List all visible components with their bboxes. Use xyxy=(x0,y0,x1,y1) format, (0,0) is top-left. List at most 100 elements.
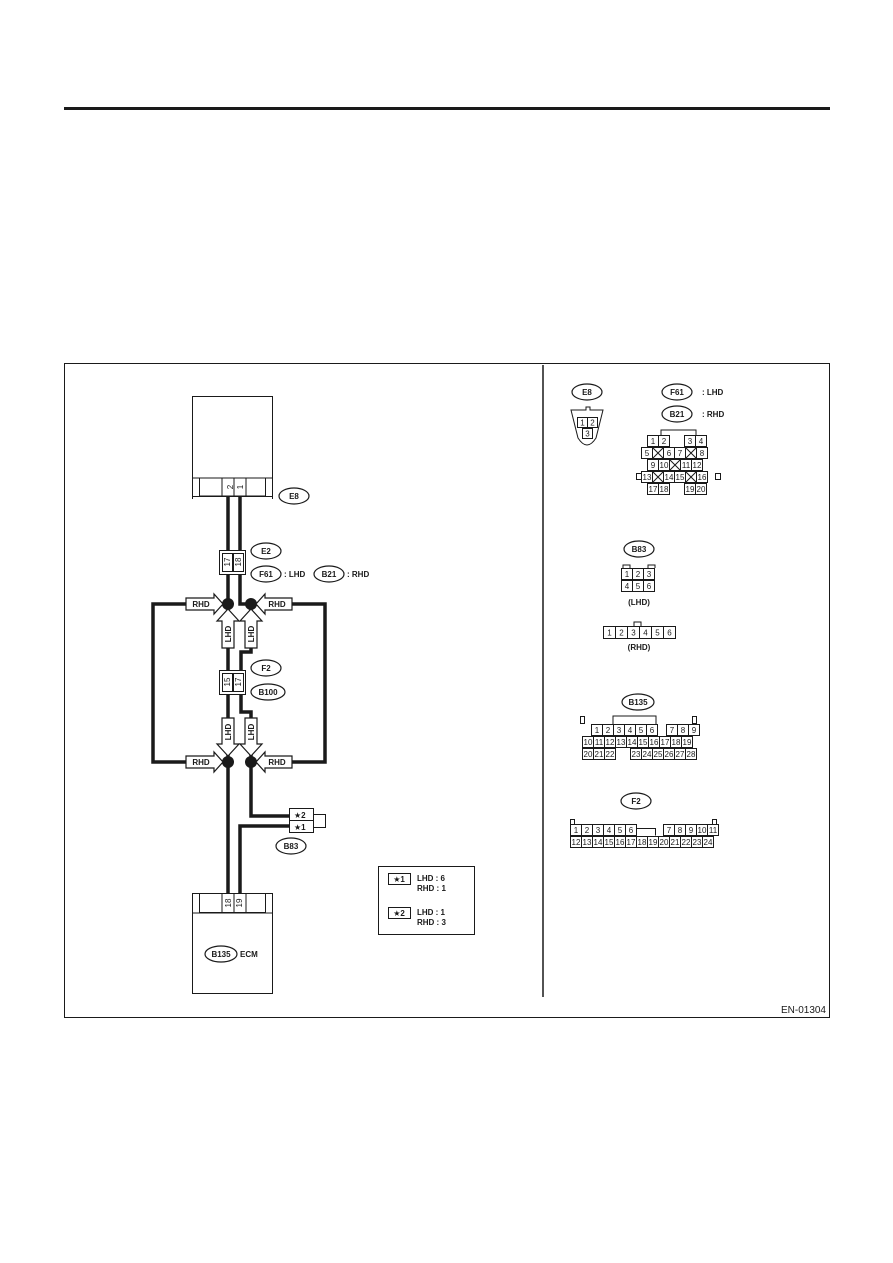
pin-number: 6 xyxy=(629,826,634,835)
ecm-label: ECM xyxy=(240,950,258,959)
lhd-arrow-lower-left: LHD xyxy=(215,717,241,757)
rhd-arrow-lower-right: RHD xyxy=(255,750,293,774)
pin-number: 26 xyxy=(665,750,674,759)
pin-cell xyxy=(587,417,598,428)
pin-cell xyxy=(643,568,655,580)
b135-ecm-bubble xyxy=(204,945,238,963)
svg-text:LHD: LHD xyxy=(247,626,256,643)
pin-number: 7 xyxy=(670,726,675,735)
f61-face-label: F61 xyxy=(670,388,684,397)
pin-cell xyxy=(691,459,703,471)
e2-connector xyxy=(219,550,246,575)
pin-cell xyxy=(663,626,676,639)
pin-number: 16 xyxy=(650,738,659,747)
pin-number: 6 xyxy=(647,582,652,591)
pin-number: 14 xyxy=(665,473,674,482)
pin-number: 2 xyxy=(590,419,595,428)
pin-number: 3 xyxy=(631,629,636,638)
pin-cell xyxy=(695,483,707,495)
pin-number: 27 xyxy=(676,750,685,759)
pin-cell xyxy=(685,748,697,760)
pin-number: 18 xyxy=(638,838,647,847)
b135-face-bubble xyxy=(621,693,655,711)
pin-number: 20 xyxy=(660,838,669,847)
pin-number: 10 xyxy=(660,461,669,470)
pin-number: 3 xyxy=(596,826,601,835)
pin-number: 5 xyxy=(618,826,623,835)
header-rule xyxy=(64,107,830,110)
pin-number: 10 xyxy=(584,738,593,747)
pin-cell xyxy=(646,724,658,736)
b83-star-2: ★2 xyxy=(294,811,306,820)
b83-star-1: ★1 xyxy=(294,823,306,832)
pin-cell xyxy=(696,447,708,459)
svg-text:RHD: RHD xyxy=(192,600,210,609)
pin-number: 8 xyxy=(678,826,683,835)
pin-number: 17 xyxy=(649,485,658,494)
rhd-arrow-upper-left: RHD xyxy=(185,592,224,616)
pin-number: 11 xyxy=(709,826,718,835)
f2-face-label: F2 xyxy=(631,797,641,806)
b21-face-bubble xyxy=(661,405,693,423)
f61-bubble xyxy=(250,565,282,583)
pin-cell xyxy=(688,724,700,736)
pin-number: 18 xyxy=(672,738,681,747)
pin-number: 13 xyxy=(643,473,652,482)
pin-number: 7 xyxy=(678,449,683,458)
legend-star1-rhd: RHD : 1 xyxy=(417,884,446,893)
e8-component xyxy=(192,396,273,499)
pin-number: 28 xyxy=(687,750,696,759)
pin-number: 1 xyxy=(651,437,656,446)
legend-star2-lhd: LHD : 1 xyxy=(417,908,446,917)
b100-label: B100 xyxy=(258,688,278,697)
pin-number: 13 xyxy=(583,838,592,847)
b135-face-frame xyxy=(580,715,697,724)
pin-cell xyxy=(582,428,593,439)
pin-number: 11 xyxy=(682,461,691,470)
pin-number: 7 xyxy=(667,826,672,835)
pin-number: 4 xyxy=(628,726,633,735)
e8-pin-1: 1 xyxy=(236,484,245,489)
pin-number: 5 xyxy=(645,449,650,458)
pin-number: 12 xyxy=(572,838,581,847)
pin-number: 24 xyxy=(643,750,652,759)
empty-cavity-mark xyxy=(685,471,697,483)
b83-bubble xyxy=(275,837,307,855)
svg-text:RHD: RHD xyxy=(268,600,286,609)
pin-number: 4 xyxy=(625,582,630,591)
ecm-pin-18: 18 xyxy=(224,898,233,907)
legend-star2-box xyxy=(388,907,411,919)
b21-bubble xyxy=(313,565,345,583)
pin-number: 6 xyxy=(667,629,672,638)
pin-number: 19 xyxy=(683,738,692,747)
pin-number: 14 xyxy=(594,838,603,847)
pin-number: 6 xyxy=(667,449,672,458)
b135-ecm-label: B135 xyxy=(211,950,231,959)
pin-number: 1 xyxy=(595,726,600,735)
pin-number: 20 xyxy=(697,485,706,494)
svg-text:LHD: LHD xyxy=(224,626,233,643)
pin-number: 12 xyxy=(693,461,702,470)
pin-number: 10 xyxy=(698,826,707,835)
svg-text:LHD: LHD xyxy=(247,724,256,741)
pin-number: 15 xyxy=(605,838,614,847)
svg-text:RHD: RHD xyxy=(268,758,286,767)
pin-number: 14 xyxy=(628,738,637,747)
pin-number: 20 xyxy=(584,750,593,759)
pin-cell xyxy=(702,836,714,848)
empty-cavity-mark xyxy=(669,459,681,471)
e2-pin-18: 18 xyxy=(234,557,243,566)
pin-number: 12 xyxy=(606,738,615,747)
e8-face-label: E8 xyxy=(582,388,592,397)
ecm-pin-19: 19 xyxy=(235,898,244,907)
b83-label: B83 xyxy=(284,842,299,851)
f2-pin-17: 17 xyxy=(234,677,243,686)
lhd-arrow-lower-right: LHD xyxy=(238,717,264,757)
pin-number: 19 xyxy=(686,485,695,494)
f61-lhd-note: : LHD xyxy=(284,570,306,579)
pin-number: 2 xyxy=(585,826,590,835)
b100-bubble xyxy=(250,683,286,701)
